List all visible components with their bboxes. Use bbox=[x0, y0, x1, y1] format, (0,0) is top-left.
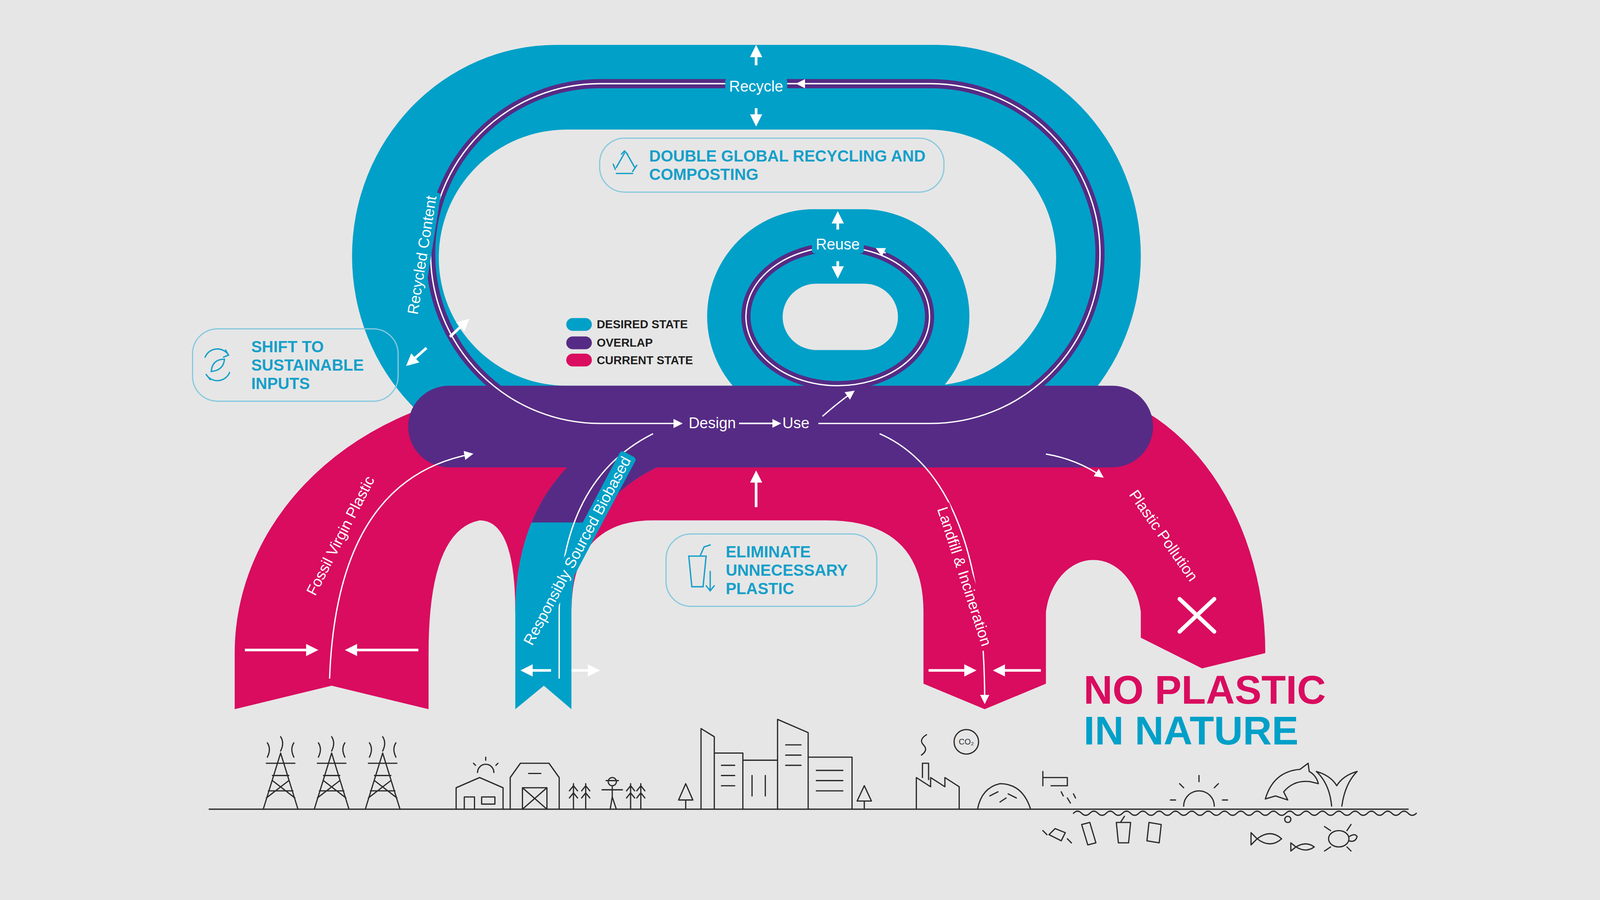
overlap-stripe bbox=[745, 247, 930, 386]
band-label: Recycle bbox=[725, 77, 788, 96]
icon-label: CO₂ bbox=[958, 737, 975, 747]
legend-text: OVERLAP bbox=[596, 336, 653, 350]
wheat bbox=[569, 783, 646, 810]
band-label: Fossil Virgin Plastic bbox=[301, 469, 381, 602]
whale-tail bbox=[1316, 771, 1358, 807]
grow-arrow bbox=[836, 215, 840, 230]
legend-item: CURRENT STATE bbox=[566, 353, 694, 367]
grow-arrow bbox=[524, 669, 552, 672]
slogan: NO PLASTIC bbox=[1083, 669, 1327, 710]
scarecrow bbox=[601, 777, 623, 810]
flow-connector bbox=[739, 422, 780, 425]
recycling-icon bbox=[613, 151, 638, 174]
callout-icons bbox=[205, 151, 715, 592]
reuse-flow-line bbox=[745, 247, 930, 386]
reduce-arrow bbox=[754, 474, 758, 508]
factory bbox=[916, 735, 959, 810]
stop-cross bbox=[1179, 599, 1215, 632]
callout-text: DOUBLE GLOBAL RECYCLING AND COMPOSTING bbox=[649, 146, 929, 184]
grow-arrow bbox=[754, 49, 758, 66]
step-label: Use bbox=[782, 415, 810, 432]
grow-arrow bbox=[409, 347, 427, 364]
shrink-arrow bbox=[928, 669, 973, 672]
barn bbox=[510, 763, 560, 810]
recycle-flow-line bbox=[430, 83, 1101, 424]
sustainable-inputs-icon bbox=[205, 349, 230, 381]
slogan: IN NATURE bbox=[1083, 710, 1299, 751]
turtle bbox=[1324, 824, 1358, 851]
sea-sun bbox=[1170, 775, 1228, 807]
landfill-flow-line bbox=[879, 433, 985, 703]
flow-step: Use bbox=[782, 415, 810, 432]
sea-waves bbox=[1073, 811, 1417, 816]
pylon bbox=[365, 737, 400, 810]
legend-item: DESIRED STATE bbox=[566, 317, 688, 332]
legend-swatch bbox=[566, 336, 592, 350]
landfill-heap bbox=[977, 783, 1031, 810]
farm-sun bbox=[473, 757, 498, 773]
shrink-arrow bbox=[996, 669, 1041, 672]
band-label: Plastic Pollution bbox=[1122, 483, 1204, 588]
flow-arrow bbox=[877, 249, 886, 254]
sea-litter bbox=[1042, 816, 1162, 845]
pylon bbox=[314, 737, 350, 810]
flow-arrow bbox=[431, 199, 432, 210]
dolphin bbox=[1265, 763, 1319, 801]
legend-item: OVERLAP bbox=[566, 336, 653, 350]
pollution-flow-line bbox=[1045, 454, 1102, 477]
band-label: Responsibly Sourced Biobased bbox=[518, 450, 637, 653]
shrink-arrow bbox=[244, 648, 315, 652]
legend-text: DESIRED STATE bbox=[596, 317, 688, 332]
shrink-arrow bbox=[349, 648, 419, 652]
flow-step: Design bbox=[688, 415, 736, 432]
skyline bbox=[209, 719, 1417, 851]
pylon bbox=[263, 737, 298, 810]
outfall-pipe bbox=[1042, 771, 1076, 803]
band-label: Recycled Content bbox=[403, 190, 442, 320]
legend-swatch bbox=[566, 353, 592, 367]
band-label: Reuse bbox=[811, 235, 864, 254]
overlap-stripe bbox=[430, 83, 1101, 424]
flow-arrow bbox=[797, 83, 806, 85]
grow-arrow bbox=[571, 669, 596, 672]
legend-text: CURRENT STATE bbox=[596, 353, 694, 367]
band-label: Landfill & Incineration bbox=[932, 501, 997, 653]
callout-text: SHIFT TO SUSTAINABLE INPUTS bbox=[251, 337, 384, 393]
farmhouse bbox=[456, 777, 504, 810]
trees bbox=[678, 783, 872, 810]
grow-arrow bbox=[449, 321, 467, 337]
legend-swatch bbox=[566, 317, 592, 331]
overlap-band bbox=[408, 385, 1154, 468]
callout-box: SHIFT TO SUSTAINABLE INPUTS bbox=[191, 328, 399, 402]
callout-box: DOUBLE GLOBAL RECYCLING AND COMPOSTING bbox=[599, 137, 945, 193]
fossil-flow-line bbox=[329, 454, 472, 679]
co2-bubble bbox=[954, 729, 979, 755]
change-arrows bbox=[244, 49, 1215, 671]
flow-lines bbox=[329, 83, 1103, 703]
grow-arrow bbox=[754, 108, 758, 123]
cup-icon bbox=[688, 545, 715, 592]
callout-box: ELIMINATE UNNECESSARY PLASTIC bbox=[665, 533, 878, 608]
city bbox=[701, 719, 853, 810]
biobased-flow-line bbox=[559, 433, 654, 680]
flow-arrow bbox=[822, 391, 854, 417]
step-label: Design bbox=[688, 415, 736, 432]
fish bbox=[1250, 816, 1315, 852]
grow-arrow bbox=[836, 261, 840, 275]
callout-text: ELIMINATE UNNECESSARY PLASTIC bbox=[725, 542, 862, 598]
